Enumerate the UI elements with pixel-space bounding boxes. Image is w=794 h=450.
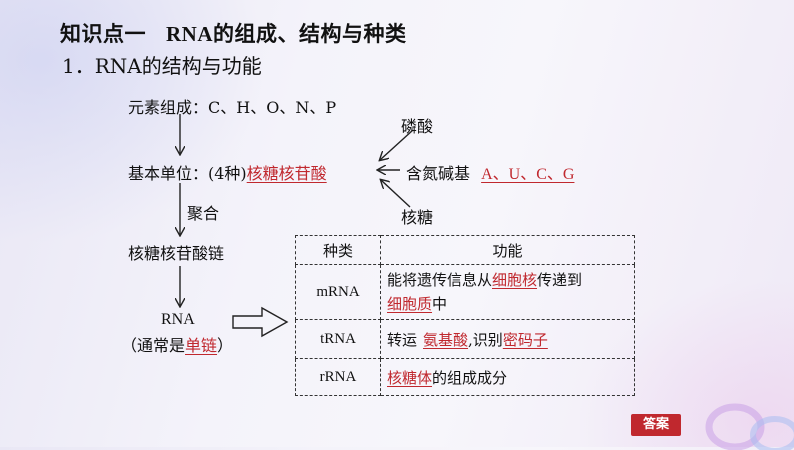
base-row: 含氮碱基 A、U、C、G: [406, 160, 574, 184]
rna-label: RNA: [161, 311, 195, 328]
answer-button[interactable]: 答案: [631, 414, 681, 436]
function-rrna: 核糖体的组成成分: [380, 358, 635, 396]
table-header-row: 种类 功能: [295, 235, 635, 265]
title-prefix: 知识点一: [60, 21, 146, 46]
phosphate-label: 磷酸: [401, 117, 434, 136]
rna-note: （通常是单链）: [121, 332, 233, 356]
basic-unit-row: 基本单位：(4种)核糖核苷酸: [128, 160, 327, 184]
mrna-text-1: 能将遗传信息从: [387, 271, 493, 289]
table-row: rRNA 核糖体的组成成分: [295, 358, 635, 396]
arrow-ribose: [381, 180, 411, 208]
chain-label: 核糖核苷酸链: [128, 244, 225, 263]
title-main: RNA的组成、结构与种类: [166, 22, 407, 46]
function-trna: 转运氨基酸,识别密码子: [380, 319, 635, 359]
decorative-rings-icon: [705, 403, 794, 450]
type-trna: tRNA: [295, 319, 381, 359]
rna-note-close: ）: [217, 336, 234, 355]
mrna-answer-2[interactable]: 细胞质: [387, 295, 433, 313]
page-title: 知识点一 RNA的组成、结构与种类: [60, 18, 407, 48]
rna-note-answer[interactable]: 单链: [185, 336, 218, 355]
hollow-arrow: [232, 306, 289, 338]
trna-answer-2[interactable]: 密码子: [502, 330, 548, 349]
table-header-type: 种类: [295, 235, 381, 265]
ribose-label: 核糖: [401, 208, 434, 227]
trna-text-1: 转运: [387, 330, 418, 349]
function-mrna: 能将遗传信息从细胞核传递到 细胞质中: [380, 264, 635, 320]
base-label: 含氮碱基: [406, 164, 471, 183]
mrna-text-3: 中: [432, 295, 448, 313]
table-header-function: 功能: [380, 235, 635, 265]
arrow-phosphate: [380, 129, 414, 160]
trna-answer-1[interactable]: 氨基酸: [423, 330, 469, 349]
table-row: tRNA 转运氨基酸,识别密码子: [295, 319, 635, 359]
base-answer[interactable]: A、U、C、G: [481, 166, 575, 183]
rna-note-open: （通常是: [121, 336, 186, 355]
type-mrna: mRNA: [295, 264, 381, 320]
mrna-text-2: 传递到: [537, 271, 583, 289]
polymerize-label: 聚合: [187, 204, 220, 223]
type-rrna: rRNA: [295, 358, 381, 396]
basic-unit-label: 基本单位：(4种): [128, 164, 247, 183]
basic-unit-answer[interactable]: 核糖核苷酸: [246, 164, 327, 183]
rna-types-table: 种类 功能 mRNA 能将遗传信息从细胞核传递到 细胞质中 tRNA 转运氨基酸…: [295, 235, 635, 396]
rrna-answer-1[interactable]: 核糖体: [387, 368, 433, 387]
table-row: mRNA 能将遗传信息从细胞核传递到 细胞质中: [295, 264, 635, 320]
rrna-text-1: 的组成成分: [432, 368, 508, 387]
mrna-answer-1[interactable]: 细胞核: [492, 271, 538, 289]
section-subtitle: 1．RNA的结构与功能: [62, 54, 262, 78]
elements-label: 元素组成：C、H、O、N、P: [128, 98, 337, 117]
trna-text-2: ,识别: [468, 330, 503, 349]
